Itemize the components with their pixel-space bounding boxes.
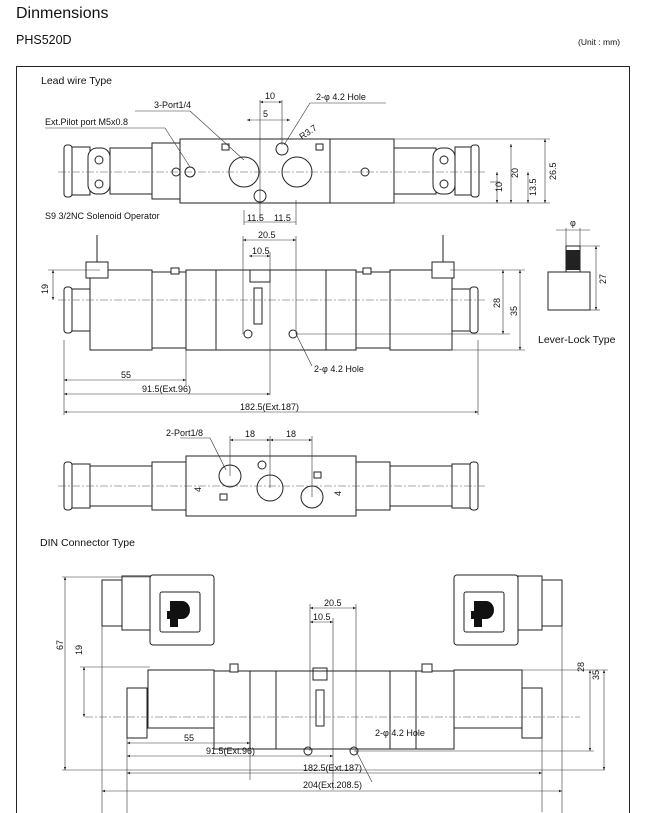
din-valve	[85, 574, 580, 756]
dim-10: 10	[265, 91, 275, 101]
drawing-frame	[16, 66, 630, 813]
din-dim-91-5: 91.5(Ext.96)	[206, 746, 255, 756]
hole-label: 2-φ 4.2 Hole	[316, 92, 366, 102]
dim-27: 27	[598, 274, 608, 284]
unit-label: (Unit : mm)	[578, 37, 620, 47]
top-view-valve	[58, 138, 485, 204]
bottom-port-label: 2-Port1/8	[166, 428, 203, 438]
din-dim-67: 67	[55, 640, 65, 650]
bottom-view-valve	[58, 455, 485, 517]
din-dim-20-5: 20.5	[324, 598, 342, 608]
din-dim-182-5: 182.5(Ext.187)	[303, 763, 362, 773]
din-hole-label: 2-φ 4.2 Hole	[375, 728, 425, 738]
top-view-dimensions	[45, 100, 550, 225]
lever-lock-label: Lever-Lock Type	[538, 334, 616, 346]
model-name: PHS520D	[16, 33, 72, 47]
port-label: 3-Port1/4	[154, 100, 191, 110]
page-title: Dinmensions	[16, 5, 108, 22]
dim-phi: φ	[570, 218, 576, 228]
dim-10-5: 10.5	[252, 246, 270, 256]
din-title: DIN Connector Type	[40, 537, 135, 549]
dim-13-5: 13.5	[528, 178, 538, 196]
din-dim-19: 19	[74, 645, 84, 655]
dim-18-a: 18	[245, 429, 255, 439]
din-dim-204: 204(Ext.208.5)	[303, 780, 362, 790]
din-dim-28: 28	[576, 662, 586, 672]
dim-35: 35	[509, 306, 519, 316]
dim-4-a: 4	[193, 487, 203, 492]
dim-18-b: 18	[286, 429, 296, 439]
lead-wire-title: Lead wire Type	[41, 75, 112, 87]
dim-11-5-a: 11.5	[247, 213, 264, 223]
dim-19: 19	[40, 284, 50, 294]
dim-55: 55	[121, 370, 131, 380]
operator-label: S9 3/2NC Solenoid Operator	[45, 211, 160, 221]
dim-91-5: 91.5(Ext.96)	[142, 384, 191, 394]
dim-26-5: 26.5	[548, 162, 558, 180]
dim-182-5: 182.5(Ext.187)	[240, 402, 299, 412]
dim-11-5-b: 11.5	[274, 213, 291, 223]
dim-4-b: 4	[333, 491, 343, 496]
dim-5: 5	[263, 109, 268, 119]
lever-lock-detail	[547, 228, 600, 311]
din-dim-35: 35	[591, 670, 601, 680]
din-dimensions	[62, 576, 608, 813]
bottom-view-dimensions	[180, 436, 313, 497]
side-view-dimensions	[48, 236, 525, 415]
dim-20: 20	[510, 168, 520, 178]
pilot-port-label: Ext.Pilot port M5x0.8	[45, 117, 128, 127]
dim-28: 28	[492, 298, 502, 308]
dim-20-5: 20.5	[258, 230, 276, 240]
din-dim-10-5: 10.5	[313, 612, 331, 622]
side-hole-label: 2-φ 4.2 Hole	[314, 364, 364, 374]
side-view-valve	[58, 235, 485, 351]
din-dim-55: 55	[184, 733, 194, 743]
dim-10-vertical: 10	[494, 182, 504, 192]
